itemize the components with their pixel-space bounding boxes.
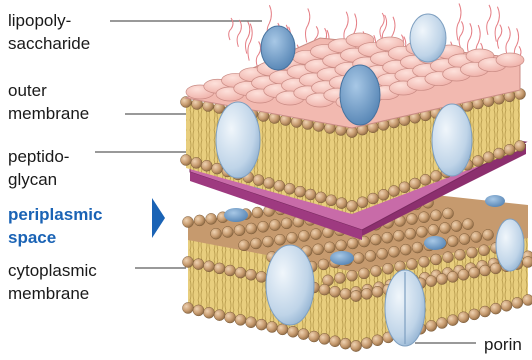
triangle-right-arrow-icon <box>152 198 165 238</box>
outer-membrane-protein <box>216 102 260 178</box>
